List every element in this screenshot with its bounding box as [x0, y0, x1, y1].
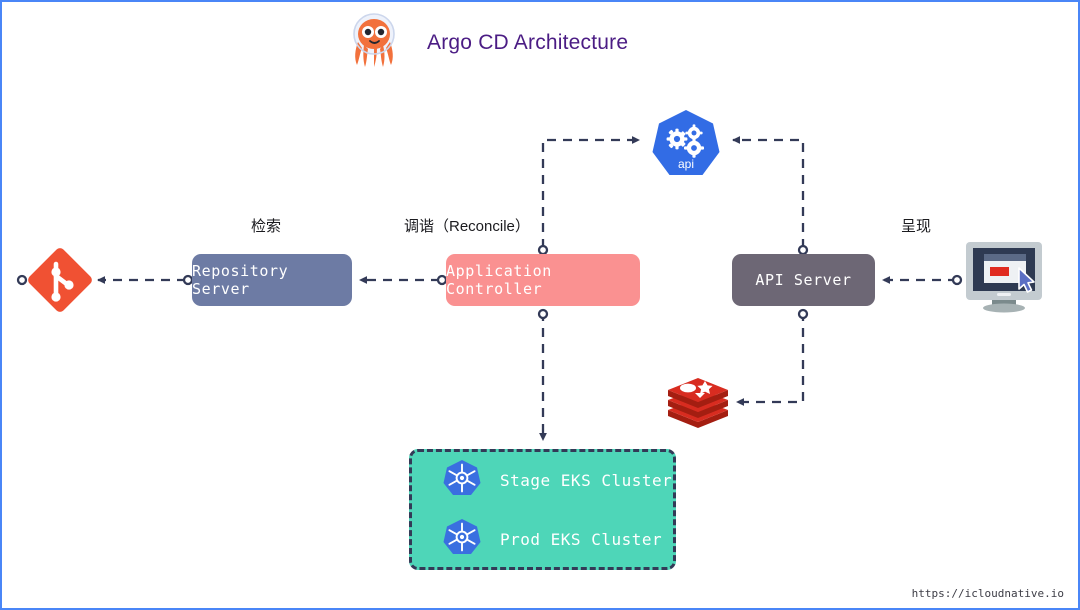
cluster-item-label: Stage EKS Cluster [500, 470, 673, 490]
node-repository-server[interactable]: Repository Server [192, 254, 352, 306]
page-title: Argo CD Architecture [427, 30, 629, 54]
node-label: Application Controller [446, 262, 552, 298]
eks-cluster-group[interactable]: Stage EKS Cluster [409, 449, 676, 570]
monitor-browser-icon[interactable] [962, 240, 1046, 321]
cluster-item-stage[interactable]: Stage EKS Cluster [442, 458, 673, 503]
edge-label-retrieve: 检索 [251, 218, 282, 235]
cluster-item-label: Prod EKS Cluster [500, 529, 663, 549]
node-application-controller[interactable]: Application Controller [446, 254, 640, 306]
kubernetes-helm-icon [442, 458, 482, 503]
edge-label-reconcile: 调谐（Reconcile） [404, 218, 530, 235]
redis-logo-icon[interactable] [665, 372, 731, 433]
node-api-server[interactable]: API Server [732, 254, 875, 306]
cluster-item-prod[interactable]: Prod EKS Cluster [442, 517, 673, 562]
node-label: Repository Server [192, 262, 289, 298]
kubernetes-helm-icon [442, 517, 482, 562]
footer-watermark-url: https://icloudnative.io [911, 587, 1064, 600]
git-logo-icon[interactable] [22, 242, 98, 323]
kubernetes-api-icon[interactable]: api [649, 107, 723, 186]
k8s-api-label: api [678, 157, 694, 171]
node-label: API Server [755, 271, 852, 289]
page-title-row: Argo CD Architecture [347, 12, 628, 73]
argo-cd-octopus-logo-icon [347, 12, 401, 73]
edge-label-present: 呈现 [901, 218, 932, 235]
